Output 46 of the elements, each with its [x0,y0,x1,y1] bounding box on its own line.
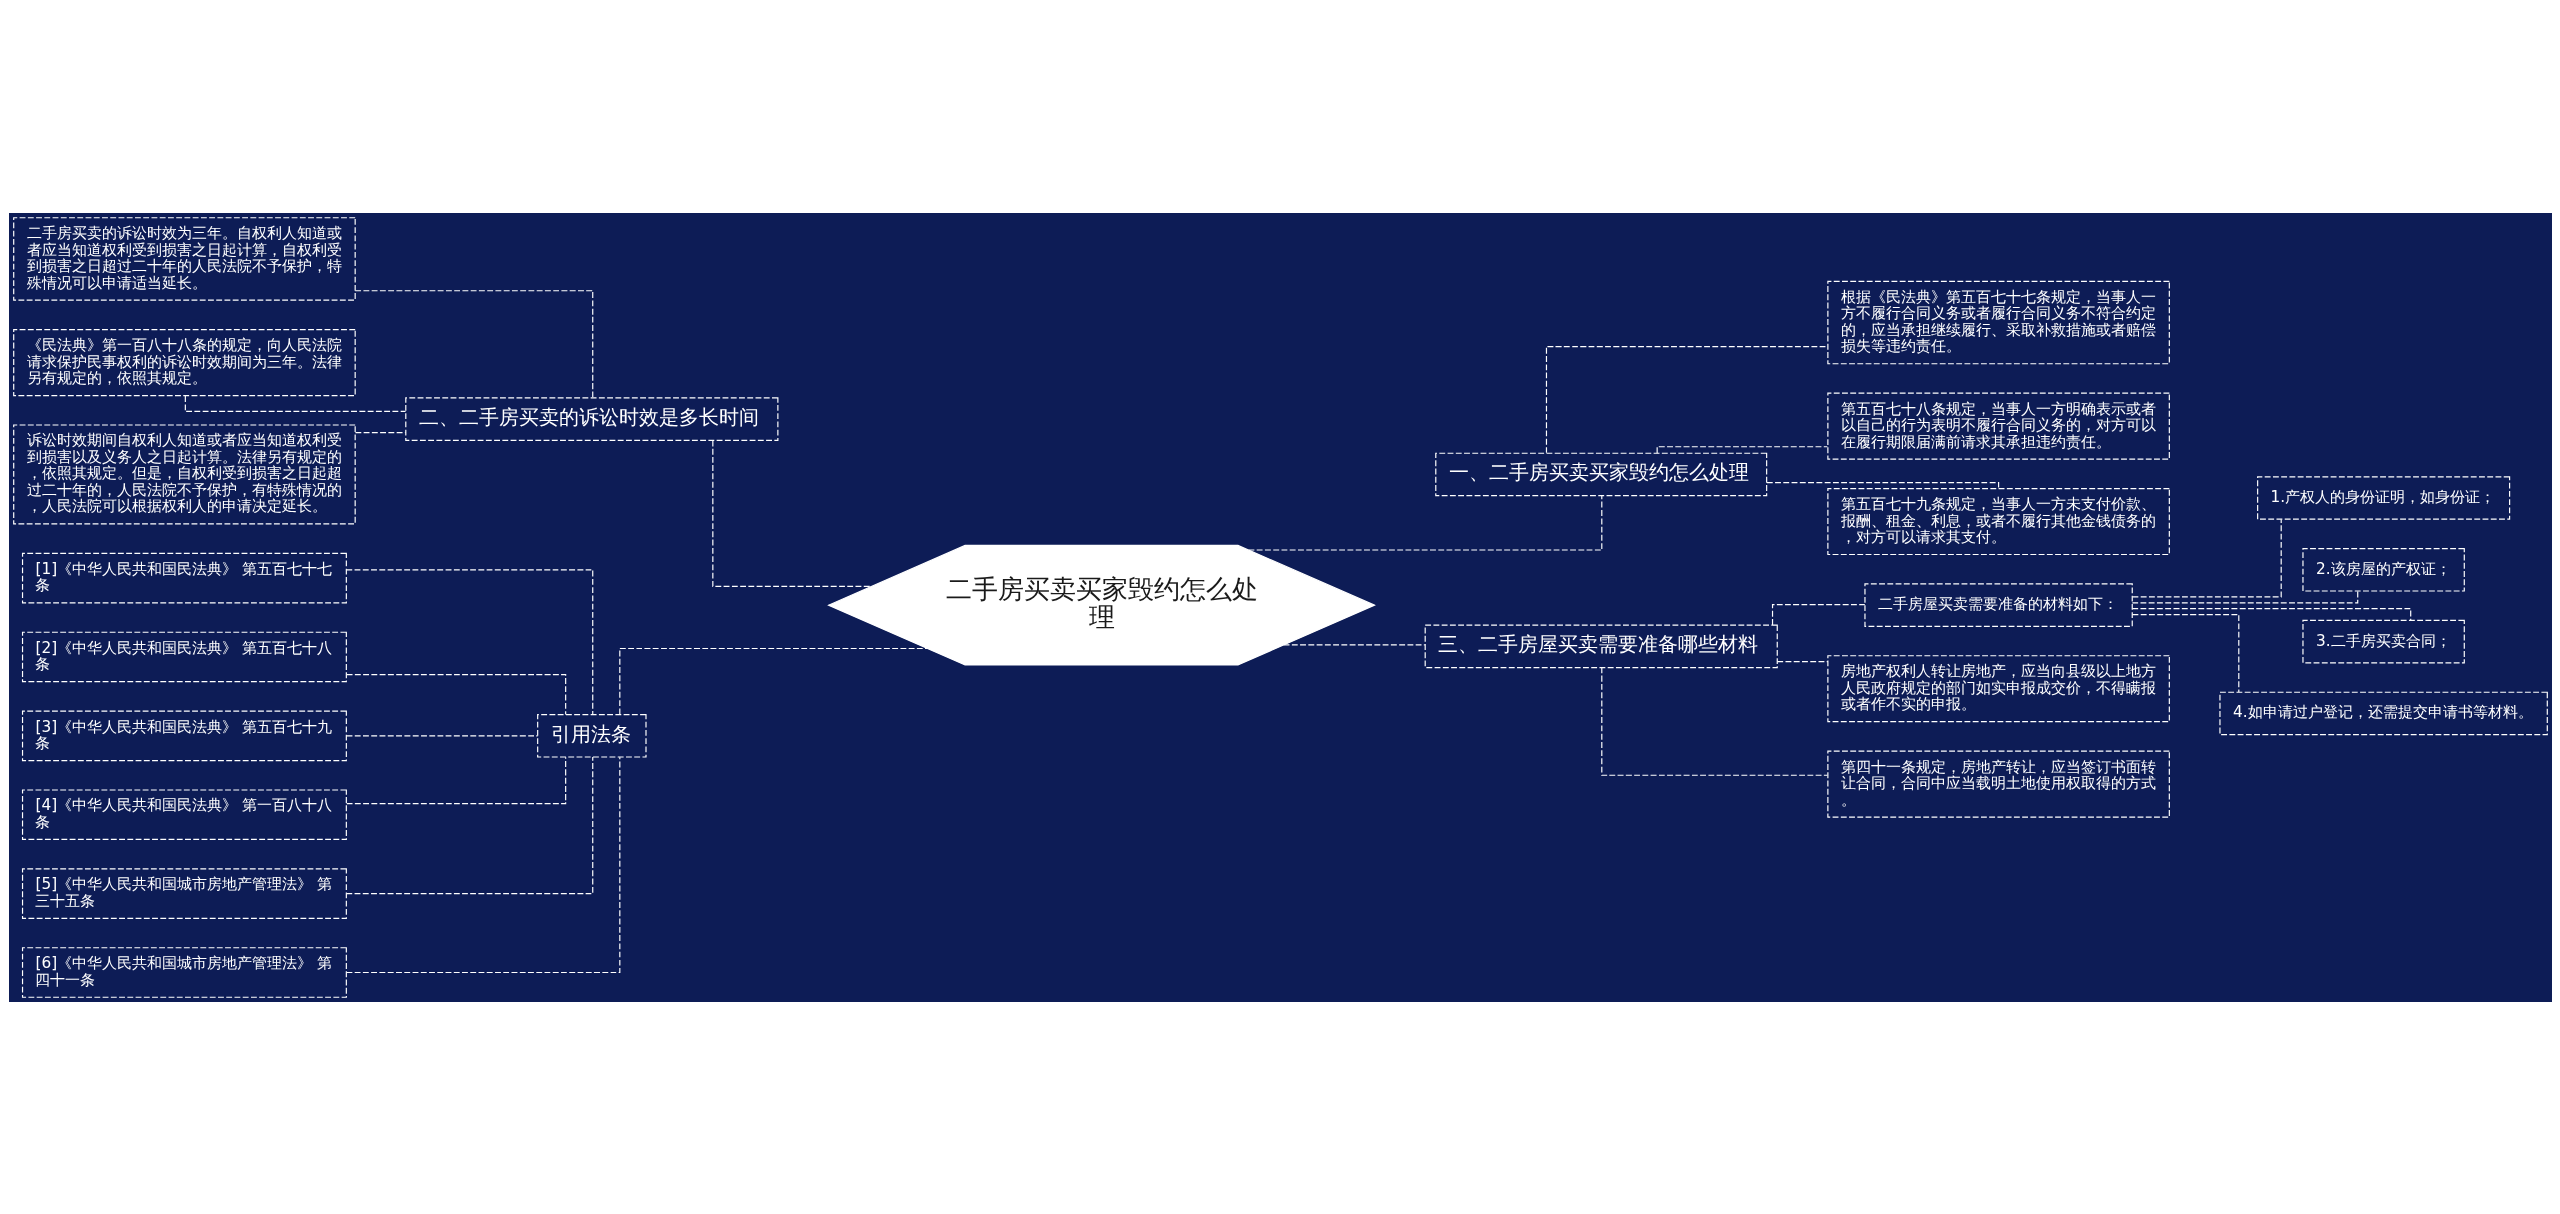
connector [1776,660,1828,662]
node-box: 三、二手房屋买卖需要准备哪些材料 [1424,624,1778,668]
node-box: 第五百七十八条规定，当事人一方明确表示或者以自己的行为表明不履行合同义务的，对方可以在履行期限届满前请求其承担违约责任。 [1826,392,2170,460]
connector [345,568,593,715]
connector [618,647,928,715]
connector [345,756,566,804]
connector [354,289,593,398]
node-box: 一、二手房买卖买家毁约怎么处理 [1434,452,1767,496]
connector [345,673,566,715]
node-box: [6]《中华人民共和国城市房地产管理法》 第四十一条 [21,946,347,998]
connector [345,756,593,894]
connector [1765,481,1999,489]
node-box: 引用法条 [536,713,647,758]
connector [1771,603,1865,626]
node-box: [3]《中华人民共和国民法典》 第五百七十九条 [21,710,347,761]
node-box: 二、二手房买卖的诉讼时效是多长时间 [404,396,778,441]
connector [711,439,872,587]
connector [2131,518,2282,597]
node-box: 二手房买卖的诉讼时效为三年。自权利人知道或者应当知道权利受到损害之日起计算，自权利受到损害之日超过二十年的人民法院不予保护，特殊情况可以申请适当延长。 [12,216,356,301]
connector [2131,607,2411,621]
node-box: 3.二手房买卖合同； [2301,619,2465,663]
node-box: [4]《中华人民共和国民法典》 第一百八十八条 [21,788,347,840]
connector [2131,613,2239,693]
connector [345,734,538,736]
node-box: 2.该房屋的产权证； [2301,547,2465,592]
node-box: 第五百七十九条规定，当事人一方未支付价款、报酬、租金、利息，或者不履行其他金钱债务的，对方可以请求其支付。 [1826,487,2170,555]
node-box: [1]《中华人民共和国民法典》 第五百七十七条 [21,552,347,603]
node-box: 4.如申请过户登记，还需提交申请书等材料。 [2218,691,2548,735]
node-box: 房地产权利人转让房地产，应当向县级以上地方人民政府规定的部门如实申报成交价，不得瞒报或者作不实的申报。 [1826,654,2170,722]
connector [354,431,406,433]
connector [2131,590,2358,603]
connector [184,394,406,412]
node-box: 第四十一条规定，房地产转让，应当签订书面转让合同，合同中应当载明土地使用权取得的方式。 [1826,750,2170,818]
node-box: 诉讼时效期间自权利人知道或者应当知道权利受到损害以及义务人之日起计算。法律另有规定的，依照其规定。但是，自权利受到损害之日起超过二十年的，人民法院不予保护，有特殊情况的，人民法院可以根据权利人的申请决定延长。 [12,423,356,524]
connector [1282,643,1425,646]
connector [1656,445,1828,454]
connector [1247,494,1602,551]
connector [345,756,620,973]
node-box: 根据《民法典》第五百七十七条规定，当事人一方不履行合同义务或者履行合同义务不符合约定的，应当承担继续履行、采取补救措施或者赔偿损失等违约责任。 [1826,280,2170,364]
node-box: 1.产权人的身份证明，如身份证； [2256,475,2510,520]
node-box: 二手房屋买卖需要准备的材料如下： [1863,582,2133,627]
node-box: [2]《中华人民共和国民法典》 第五百七十八条 [21,631,347,682]
node-box: [5]《中华人民共和国城市房地产管理法》 第三十五条 [21,867,347,919]
connector [1600,666,1828,776]
node-box: 《民法典》第一百八十八条的规定，向人民法院请求保护民事权利的诉讼时效期间为三年。法律另有规定的，依照其规定。 [12,328,356,396]
connector [1545,345,1828,453]
